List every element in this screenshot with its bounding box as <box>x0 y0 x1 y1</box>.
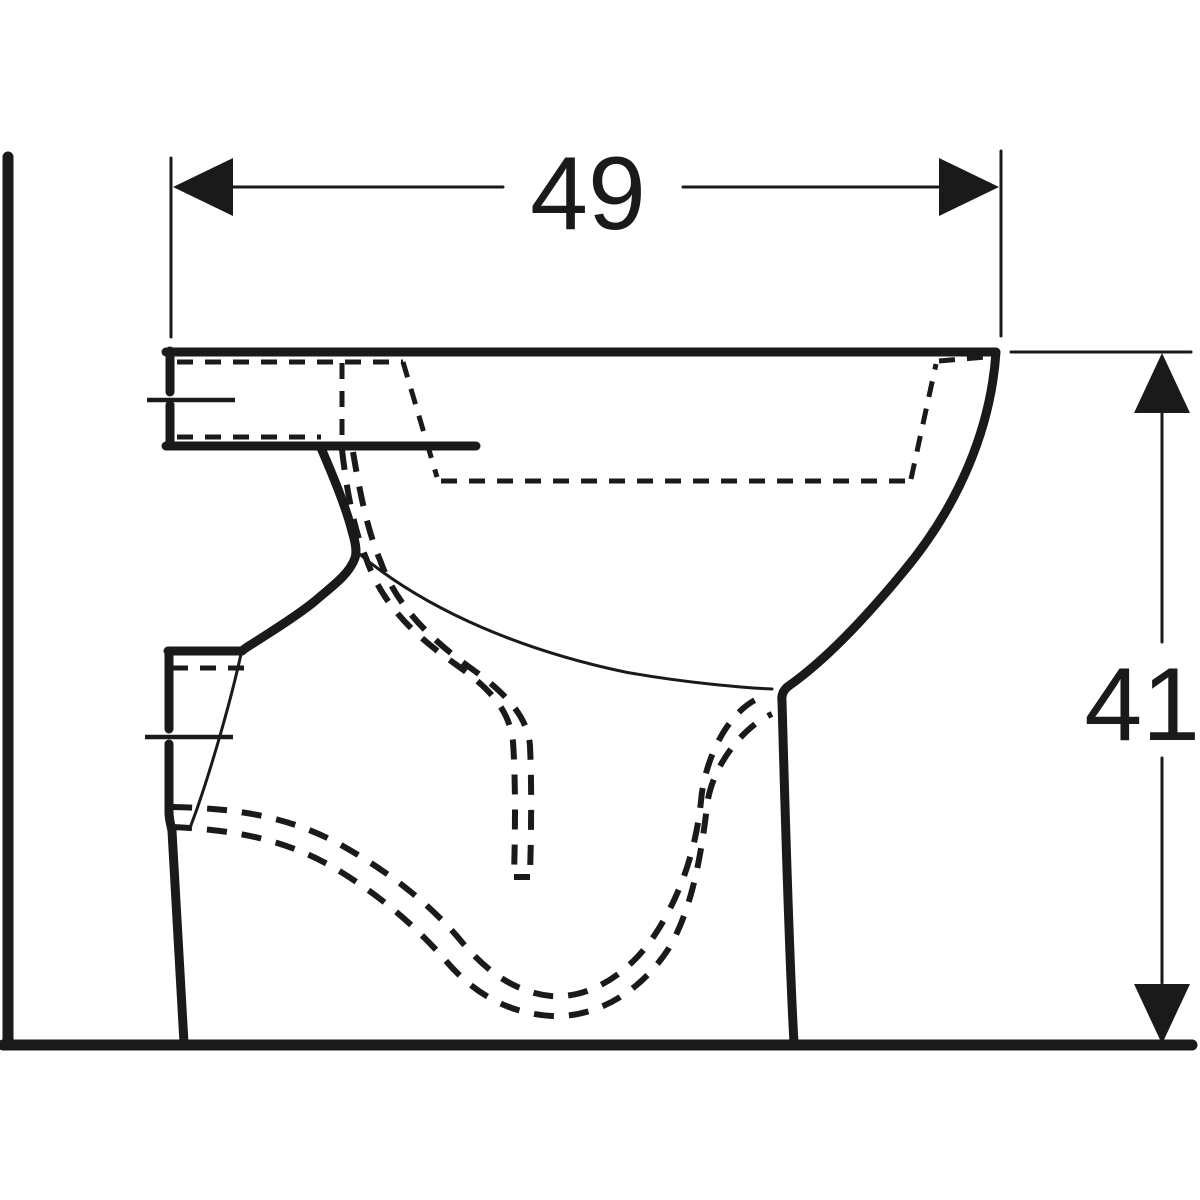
dimension-height-arrows <box>1134 353 1190 1044</box>
bowl-opening-dashed-left <box>400 361 440 478</box>
arrow-right-icon <box>939 158 999 216</box>
dimension-width-arrows <box>173 158 999 216</box>
rim-hidden-lines <box>172 354 987 671</box>
trapway-dashed-upper <box>171 697 757 1000</box>
flush-channel-dashed-right <box>350 451 535 875</box>
trapway-hidden-lines <box>171 449 774 1020</box>
dimension-height-lines <box>1009 350 1193 985</box>
bowl-opening-dashed-right <box>908 363 939 480</box>
height-dimension-label: 41 <box>1084 647 1200 763</box>
interior-thin-lines <box>188 550 774 830</box>
outlet-spud-face-lower-and-foot <box>164 739 189 1048</box>
dimension-width: 49 <box>169 136 1003 339</box>
wall-floor-lines <box>0 151 1198 1051</box>
flush-channel-dashed-left <box>339 449 518 875</box>
trapway-dashed-lower <box>171 711 774 1020</box>
dimension-height: 41 <box>1009 350 1200 1044</box>
pedestal-inner-curve <box>188 652 243 830</box>
center-lines <box>145 397 235 740</box>
rim-top-and-bowl-back-outline <box>161 347 1001 1048</box>
width-dimension-label: 49 <box>530 136 646 252</box>
dimension-width-lines <box>169 149 1003 339</box>
arrow-left-icon <box>173 158 233 216</box>
arrow-down-icon <box>1134 984 1190 1044</box>
bowl-interior-line <box>355 550 774 691</box>
arrow-up-icon <box>1134 353 1190 413</box>
rim-inner-dashed-top-right <box>938 354 987 364</box>
toilet-outline <box>161 346 1001 1048</box>
bowl-front-outline <box>237 443 361 656</box>
